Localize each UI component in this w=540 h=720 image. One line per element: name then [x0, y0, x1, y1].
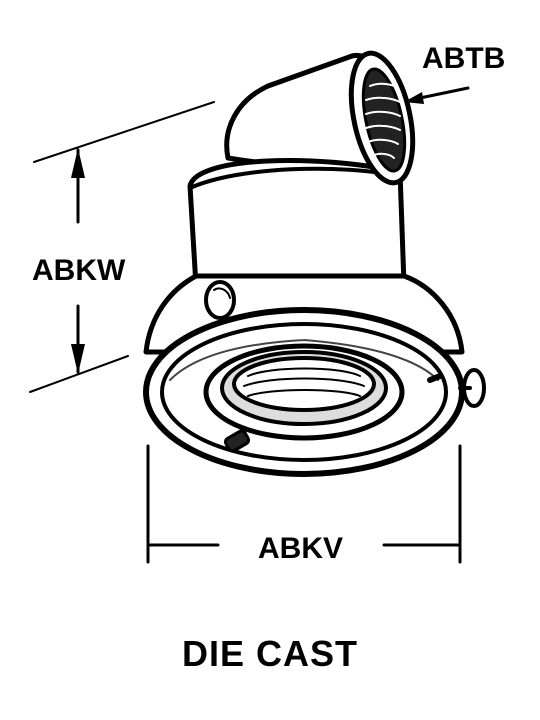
abtb-leader-line — [418, 86, 470, 100]
socket-bore — [232, 356, 376, 412]
top-set-screw-icon — [204, 280, 236, 320]
label-abkw: ABKW — [32, 254, 126, 287]
grub-screw-icon — [223, 429, 251, 453]
abkw-arrow-up — [71, 148, 85, 178]
side-screw-icon — [427, 368, 486, 408]
side-port-inner — [361, 67, 407, 173]
flange-shading — [169, 339, 439, 381]
abkw-arrow-down — [71, 344, 85, 374]
abkw-extension-top — [33, 101, 215, 163]
label-abkv: ABKV — [258, 532, 344, 565]
socket-threads — [243, 367, 365, 397]
diagram-caption: DIE CAST — [181, 633, 358, 674]
label-abtb: ABTB — [422, 42, 506, 75]
side-port-threads — [365, 82, 401, 159]
abtb-arrowhead — [404, 92, 424, 104]
abkw-extension-bottom — [29, 355, 129, 393]
